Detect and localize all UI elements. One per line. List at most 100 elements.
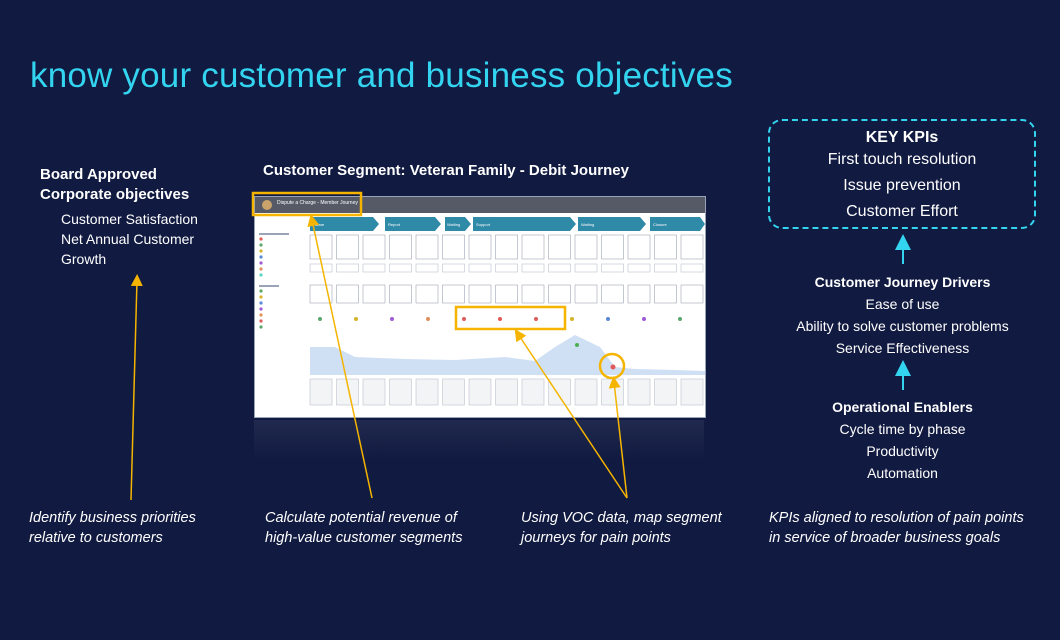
touchpoint-dot [390,317,394,321]
journey-card [574,378,598,406]
journey-card [468,378,492,406]
journey-card [336,263,359,273]
caption-business-priorities: Identify business priorities relative to… [29,508,196,548]
journey-card [548,284,571,304]
stage-chevron [385,217,441,231]
touchpoint-dot [462,317,466,321]
journey-card [389,284,412,304]
touchpoint-dot [534,317,538,321]
pain-point-circle [598,352,626,380]
caption-line: Using VOC data, map segment [521,510,722,526]
thumbnail-reflection [254,420,704,460]
kpis-heading: KEY KPIs [865,129,939,146]
journey-card [601,284,624,304]
journey-card [495,263,518,273]
journey-card [627,263,651,273]
drivers-heading: Customer Journey Drivers [814,274,991,290]
touchpoint-dot [498,317,502,321]
journey-card [389,234,412,260]
journey-card [442,234,465,260]
driver-item: Ease of use [865,296,940,312]
key-kpis-box: KEY KPIs First touch resolution Issue pr… [768,119,1036,229]
caption-revenue: Calculate potential revenue of high-valu… [265,508,462,548]
arrow-voc-circle [608,376,628,499]
journey-card [442,378,465,406]
touchpoint-dot [318,317,322,321]
journey-card [362,284,386,304]
touchpoint-dot [642,317,646,321]
journey-card [309,378,333,406]
journey-card [574,234,598,260]
journey-card [680,284,704,304]
journey-card [415,378,439,406]
journey-map-detail: Aware Report Waiting Support Waiting Clo… [259,200,705,406]
kpi-item: First touch resolution [827,151,977,168]
journey-card [654,234,677,260]
journey-card [654,263,677,273]
journey-card [495,378,518,406]
caption-line: KPIs aligned to resolution of pain point… [769,510,1024,526]
enabler-item: Cycle time by phase [839,421,966,437]
journey-card [362,263,386,273]
board-heading-line1: Board Approved [40,166,157,183]
journey-card [654,284,677,304]
customer-journey-drivers: Customer Journey Drivers Ease of use Abi… [780,271,1025,359]
caption-kpis-aligned: KPIs aligned to resolution of pain point… [769,508,1024,548]
journey-map-thumbnail: Dispute a Charge - Member Journey Aware … [254,196,706,418]
sentiment-area [310,335,705,375]
journey-card [336,234,359,260]
enabler-item: Automation [867,465,938,481]
board-heading-line2: Corporate objectives [40,186,190,203]
stage-label: Waiting [581,222,594,227]
journey-card [680,378,704,406]
touchpoint-dot [426,317,430,321]
journey-card [627,234,651,260]
stage-label: Waiting [447,222,460,227]
caption-line: in service of broader business goals [769,530,1001,546]
driver-item: Ability to solve customer problems [796,318,1009,334]
arrow-business-priorities [130,274,143,501]
enablers-heading: Operational Enablers [832,399,973,415]
enabler-item: Productivity [866,443,939,459]
caption-line: Identify business priorities [29,510,196,526]
journey-map-header [255,197,705,213]
board-item: Net Annual Customer [61,231,195,247]
arrow-revenue [307,214,373,499]
journey-card [521,284,545,304]
journey-card [654,378,677,406]
journey-card [415,284,439,304]
operational-enablers: Operational Enablers Cycle time by phase… [780,396,1025,484]
journey-card [468,263,492,273]
stage-chevron [445,217,471,231]
journey-card [627,284,651,304]
journey-card [415,234,439,260]
journey-card [442,263,465,273]
journey-card [336,284,359,304]
kpi-item: Customer Effort [846,203,958,220]
journey-card [468,234,492,260]
journey-card [336,378,359,406]
journey-card [601,234,624,260]
journey-card [574,263,598,273]
board-objectives: Board Approved Corporate objectives Cust… [40,165,198,269]
journey-card [521,234,545,260]
touchpoint-dot [606,317,610,321]
segment-title: Customer Segment: Veteran Family - Debit… [263,162,629,179]
stage-chevron [578,217,646,231]
journey-card [389,378,412,406]
touchpoint-dot [354,317,358,321]
journey-card [627,378,651,406]
journey-card [389,263,412,273]
avatar [262,200,272,210]
journey-card [468,284,492,304]
driver-item: Service Effectiveness [835,340,970,356]
stage-chevron [473,217,576,231]
journey-card [680,234,704,260]
pain-points-highlight-box [454,305,567,331]
arrow-voc-pain-points [514,329,628,499]
journey-card [521,378,545,406]
journey-card [415,263,439,273]
journey-card [574,284,598,304]
journey-map-header-text: Dispute a Charge - Member Journey [277,200,358,206]
